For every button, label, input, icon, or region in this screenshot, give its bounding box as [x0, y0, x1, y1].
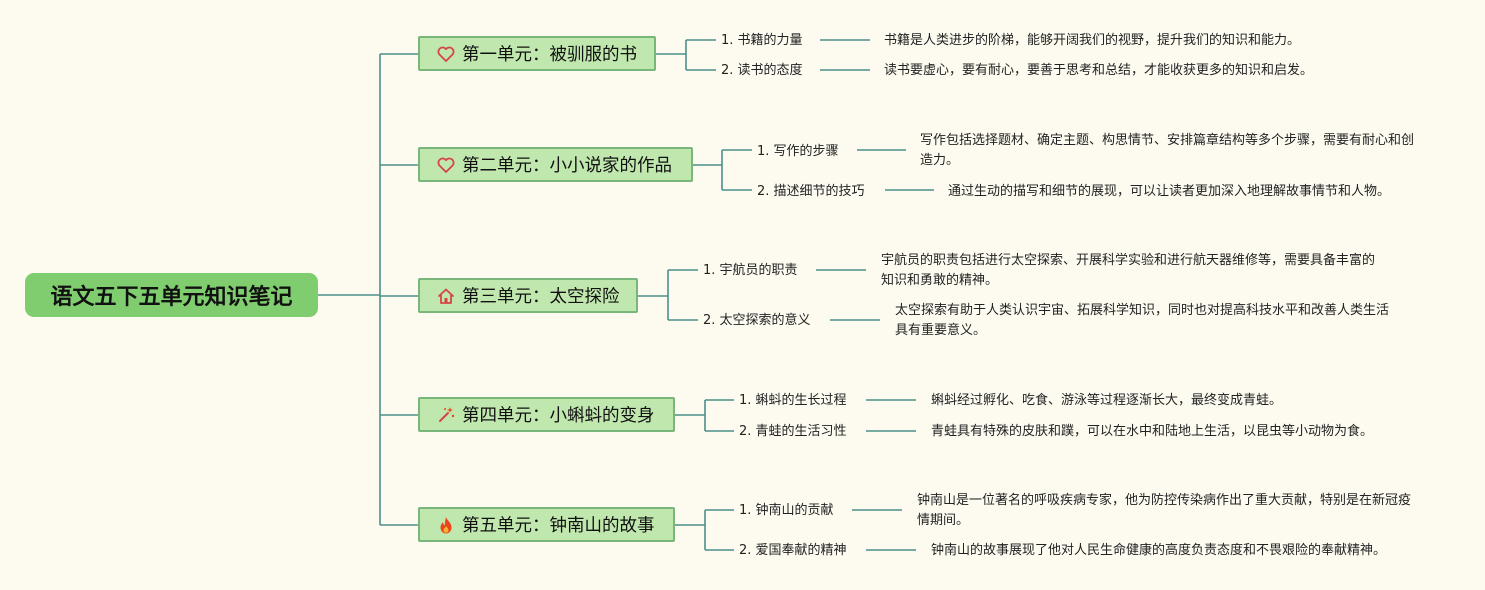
topic-label: 1. 蝌蚪的生长过程 — [739, 393, 847, 408]
topic-description: 蝌蚪经过孵化、吃食、游泳等过程逐渐长大，最终变成青蛙。 — [931, 393, 1283, 408]
unit-label: 第三单元：太空探险 — [462, 287, 620, 307]
topic-label: 1. 宇航员的职责 — [703, 263, 798, 278]
unit-node-3[interactable]: 第三单元：太空探险 — [418, 278, 638, 313]
topic-description: 通过生动的描写和细节的展现，可以让读者更加深入地理解故事情节和人物。 — [948, 184, 1391, 199]
topic-description: 写作包括选择题材、确定主题、构思情节、安排篇章结构等多个步骤，需要有耐心和创造力… — [920, 133, 1415, 168]
root-node[interactable]: 语文五下五单元知识笔记 — [25, 273, 318, 317]
unit-label: 第四单元：小蝌蚪的变身 — [462, 406, 655, 426]
topic-description: 太空探索有助于人类认识宇宙、拓展科学知识，同时也对提高科技水平和改善人类生活具有… — [895, 303, 1390, 338]
topic-description: 钟南山是一位著名的呼吸疾病专家，他为防控传染病作出了重大贡献，特别是在新冠疫情期… — [917, 493, 1412, 528]
unit-label: 第二单元：小小说家的作品 — [462, 156, 672, 176]
heart-icon — [436, 155, 456, 175]
topic-label: 1. 钟南山的贡献 — [739, 503, 834, 518]
magic-wand-icon — [436, 405, 456, 425]
house-icon — [436, 286, 456, 306]
unit-node-1[interactable]: 第一单元：被驯服的书 — [418, 36, 656, 71]
topic-description: 钟南山的故事展现了他对人民生命健康的高度负责态度和不畏艰险的奉献精神。 — [931, 543, 1387, 558]
unit-node-4[interactable]: 第四单元：小蝌蚪的变身 — [418, 397, 675, 432]
unit-node-2[interactable]: 第二单元：小小说家的作品 — [418, 147, 693, 182]
topic-label: 1. 写作的步骤 — [757, 144, 839, 159]
unit-label: 第一单元：被驯服的书 — [462, 45, 637, 65]
topic-label: 2. 描述细节的技巧 — [757, 184, 865, 199]
topic-label: 2. 太空探索的意义 — [703, 313, 811, 328]
topic-description: 书籍是人类进步的阶梯，能够开阔我们的视野，提升我们的知识和能力。 — [884, 33, 1301, 48]
root-title: 语文五下五单元知识笔记 — [50, 285, 293, 310]
unit-node-5[interactable]: 第五单元：钟南山的故事 — [418, 507, 675, 542]
topic-description: 读书要虚心，要有耐心，要善于思考和总结，才能收获更多的知识和启发。 — [884, 63, 1314, 78]
topic-label: 1. 书籍的力量 — [721, 33, 803, 48]
fire-icon — [436, 515, 456, 535]
topic-label: 2. 读书的态度 — [721, 63, 803, 78]
topic-label: 2. 爱国奉献的精神 — [739, 543, 847, 558]
topic-description: 青蛙具有特殊的皮肤和蹼，可以在水中和陆地上生活，以昆虫等小动物为食。 — [931, 424, 1374, 439]
topic-description: 宇航员的职责包括进行太空探索、开展科学实验和进行航天器维修等，需要具备丰富的知识… — [881, 253, 1376, 288]
topic-label: 2. 青蛙的生活习性 — [739, 424, 847, 439]
unit-label: 第五单元：钟南山的故事 — [462, 516, 655, 536]
heart-icon — [436, 44, 456, 64]
